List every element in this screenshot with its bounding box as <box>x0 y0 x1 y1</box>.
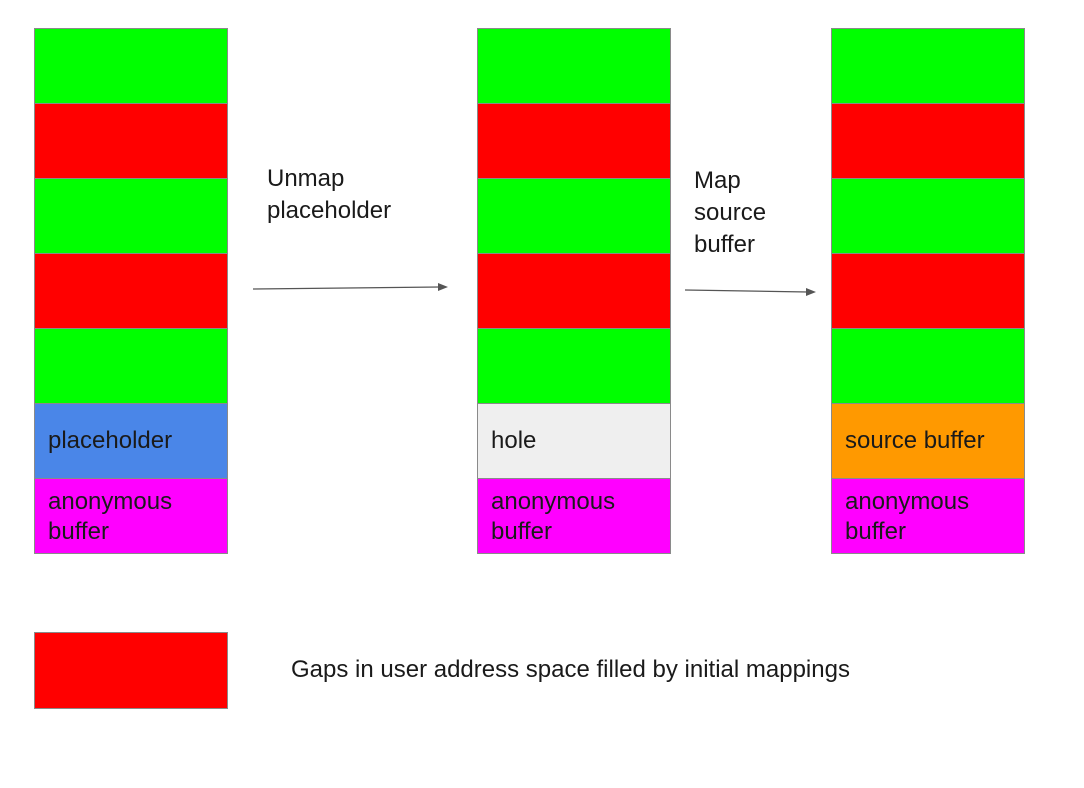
gap-block <box>477 103 671 179</box>
gap-block <box>831 103 1025 179</box>
mapping-block <box>477 178 671 254</box>
mapping-block <box>831 178 1025 254</box>
column-before: placeholder anonymous buffer <box>34 28 228 554</box>
anonymous-buffer-block: anonymous buffer <box>831 478 1025 554</box>
source-buffer-label: source buffer <box>845 427 985 454</box>
mapping-block <box>831 328 1025 404</box>
column-after-unmap: hole anonymous buffer <box>477 28 671 554</box>
gap-block <box>477 253 671 329</box>
anonymous-buffer-block: anonymous buffer <box>34 478 228 554</box>
mapping-block <box>34 328 228 404</box>
hole-block: hole <box>477 403 671 479</box>
mapping-block <box>34 178 228 254</box>
placeholder-block: placeholder <box>34 403 228 479</box>
anonymous-buffer-label: anonymous buffer <box>48 488 173 545</box>
gap-block <box>34 253 228 329</box>
anonymous-buffer-block: anonymous buffer <box>477 478 671 554</box>
hole-label: hole <box>491 427 537 454</box>
placeholder-label: placeholder <box>48 427 173 454</box>
gap-block <box>831 253 1025 329</box>
anonymous-buffer-label: anonymous buffer <box>845 488 970 545</box>
mapping-block <box>34 28 228 104</box>
source-buffer-block: source buffer <box>831 403 1025 479</box>
legend-label: Gaps in user address space filled by ini… <box>291 656 850 683</box>
anonymous-buffer-label: anonymous buffer <box>491 488 616 545</box>
mapping-block <box>477 28 671 104</box>
arrow-map <box>684 288 816 296</box>
gap-block <box>34 103 228 179</box>
mapping-block <box>831 28 1025 104</box>
step-label-unmap: Unmap placeholder <box>267 165 392 224</box>
mapping-block <box>477 328 671 404</box>
step-label-map: Map source buffer <box>694 167 767 258</box>
arrow-unmap <box>252 283 448 291</box>
legend-swatch <box>34 632 228 709</box>
column-after-map: source buffer anonymous buffer <box>831 28 1025 554</box>
